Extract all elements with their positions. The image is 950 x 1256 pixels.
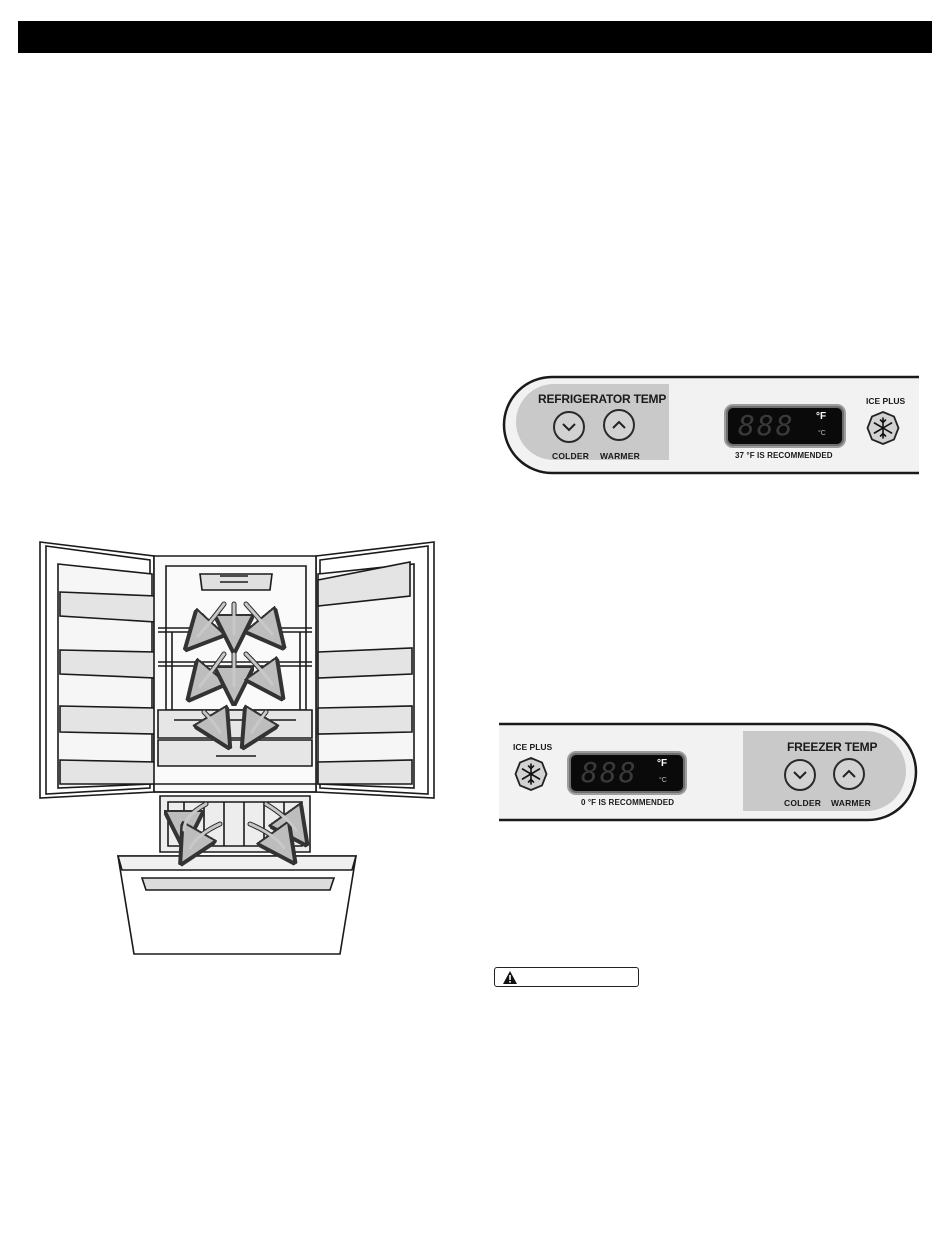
freezer-colder-button[interactable]: [784, 759, 816, 791]
refrigerator-temp-digits: 888: [738, 409, 795, 442]
freezer-warmer-button[interactable]: [833, 758, 865, 790]
freezer-ice-plus-button[interactable]: [513, 756, 549, 792]
freezer-unit-c: °C: [659, 777, 667, 784]
warning-triangle-icon: [502, 970, 518, 985]
refrigerator-illustration: [34, 534, 444, 969]
chevron-down-icon: [793, 770, 807, 780]
freezer-recommendation: 0 °F IS RECOMMENDED: [581, 798, 674, 807]
refrigerator-colder-label: COLDER: [552, 451, 589, 461]
refrigerator-temp-title: REFRIGERATOR TEMP: [538, 392, 666, 406]
refrigerator-warmer-button[interactable]: [603, 409, 635, 441]
snowflake-icon: [865, 410, 901, 446]
freezer-colder-label: COLDER: [784, 798, 821, 808]
refrigerator-unit-f: °F: [816, 411, 826, 422]
header-bar: [18, 21, 932, 53]
refrigerator-warmer-label: WARMER: [600, 451, 640, 461]
chevron-up-icon: [842, 769, 856, 779]
freezer-control-panel: ICE PLUS 888 °F °C 0 °F IS RECOMMENDED F…: [498, 722, 918, 824]
refrigerator-ice-plus-label: ICE PLUS: [866, 396, 905, 406]
refrigerator-unit-c: °C: [818, 430, 826, 437]
refrigerator-airflow-drawing: [34, 534, 444, 964]
freezer-warmer-label: WARMER: [831, 798, 871, 808]
refrigerator-recommendation: 37 °F IS RECOMMENDED: [735, 451, 833, 460]
freezer-temp-digits: 888: [581, 756, 638, 789]
warning-label-box: [494, 967, 639, 987]
chevron-up-icon: [612, 420, 626, 430]
freezer-temp-title: FREEZER TEMP: [787, 740, 877, 754]
refrigerator-ice-plus-button[interactable]: [865, 410, 901, 446]
refrigerator-temp-display: 888 °F °C: [728, 408, 842, 444]
snowflake-icon: [513, 756, 549, 792]
refrigerator-control-panel: REFRIGERATOR TEMP COLDER WARMER 888 °F °…: [498, 374, 920, 476]
chevron-down-icon: [562, 422, 576, 432]
refrigerator-colder-button[interactable]: [553, 411, 585, 443]
freezer-temp-display: 888 °F °C: [571, 755, 683, 791]
freezer-ice-plus-label: ICE PLUS: [513, 742, 552, 752]
freezer-unit-f: °F: [657, 758, 667, 769]
